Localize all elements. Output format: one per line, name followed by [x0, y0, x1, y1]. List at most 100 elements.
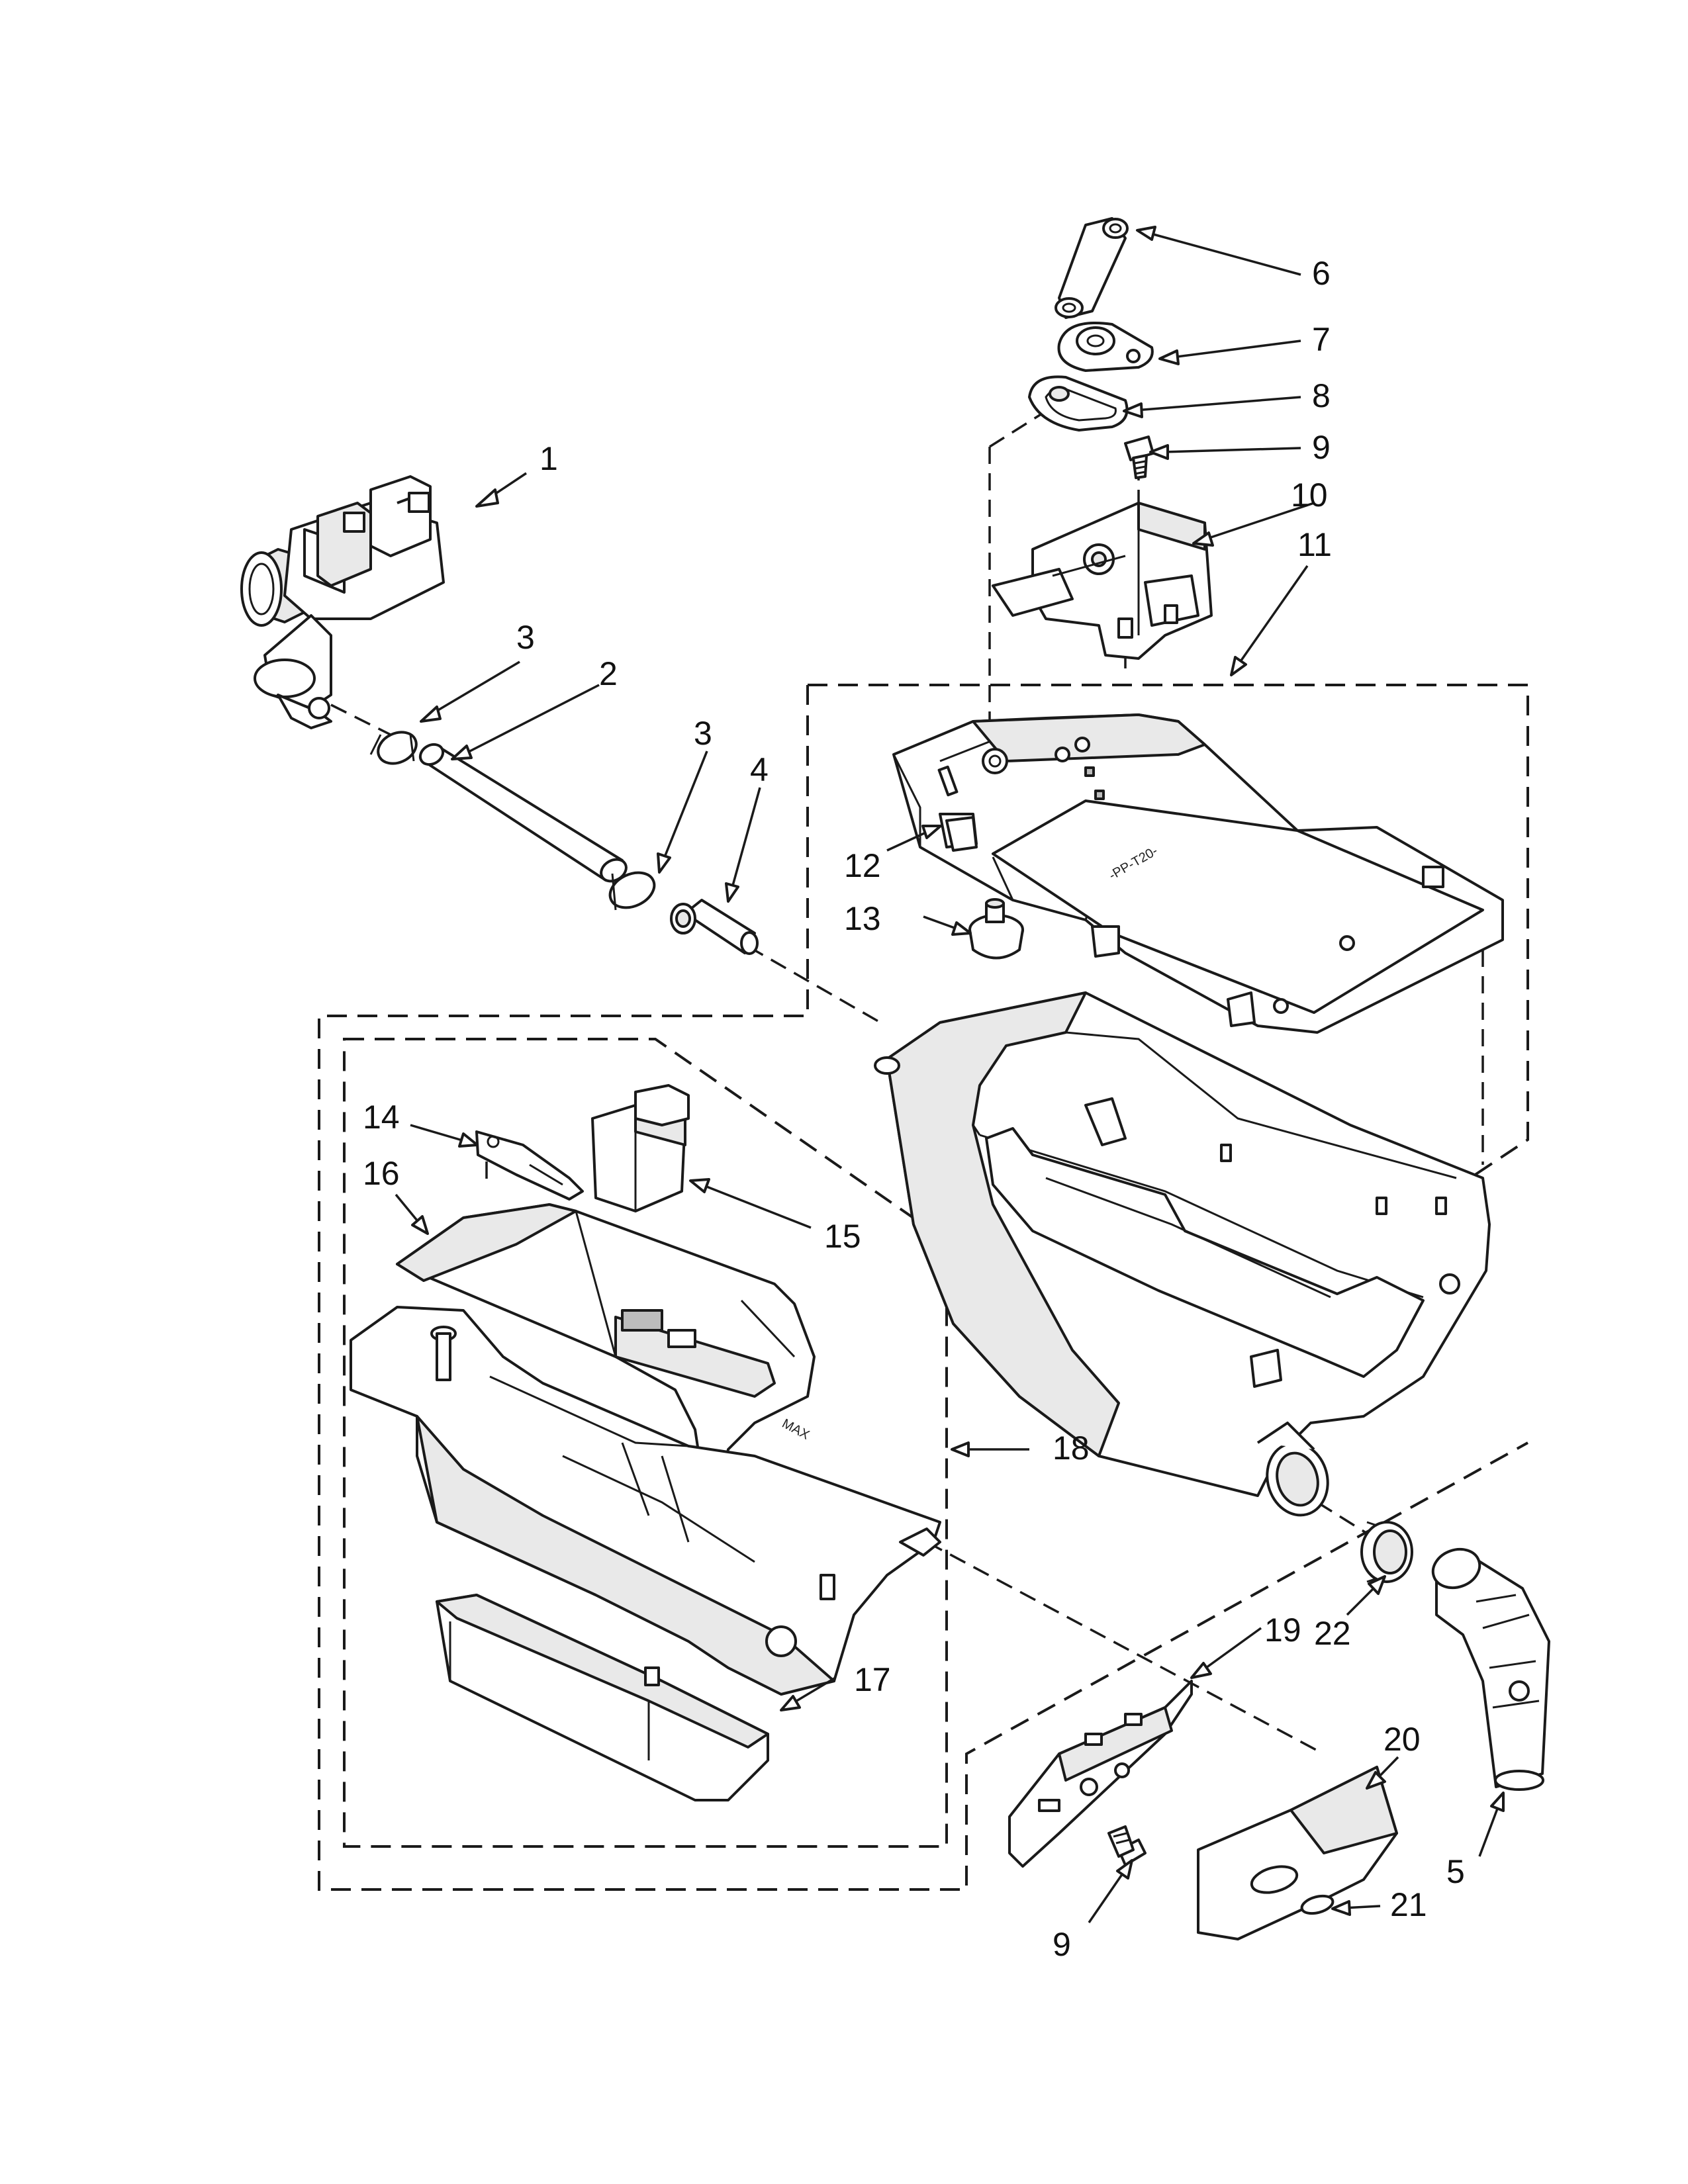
callout-9-upper: 9	[1312, 429, 1331, 466]
callout-5: 5	[1446, 1853, 1465, 1890]
callout-17: 17	[854, 1661, 891, 1698]
part-gasket[interactable]	[1028, 375, 1129, 432]
arrowhead-3a	[420, 705, 442, 723]
leader-10	[1204, 502, 1315, 541]
part-inlet-hose[interactable]	[416, 741, 630, 886]
leader-3b	[662, 751, 708, 861]
callout-2: 2	[599, 655, 618, 692]
leader-8	[1135, 396, 1301, 412]
align-line-drawer-front	[926, 1541, 1318, 1752]
part-screw-lower[interactable]	[1107, 1825, 1147, 1866]
arrowhead-9b	[1116, 1859, 1133, 1880]
leader-9b	[1088, 1869, 1127, 1923]
part-water-inlet-valve[interactable]	[240, 475, 445, 729]
align-line-hose-nozzle	[747, 945, 881, 1024]
part-drawer-handle[interactable]	[436, 1594, 769, 1801]
arrowhead-3b	[657, 852, 671, 874]
arrowhead-20	[1366, 1771, 1386, 1790]
leader-17	[790, 1676, 836, 1706]
leader-9a	[1161, 447, 1301, 453]
leader-12	[886, 829, 931, 852]
part-outlet-cover[interactable]	[1197, 1766, 1398, 1940]
callout-labels: 1 2 3 3 4 5 6 7 8 9 9 10 11 12 13 14 15 …	[363, 255, 1465, 1963]
part-cover-catch[interactable]	[945, 816, 978, 852]
part-outlet-ring[interactable]	[1360, 1521, 1413, 1583]
part-screw-upper[interactable]	[1124, 435, 1154, 479]
callout-18: 18	[1053, 1430, 1090, 1467]
arrowhead-15	[689, 1178, 710, 1193]
callout-8: 8	[1312, 377, 1331, 414]
leader-2	[463, 684, 600, 756]
callout-14: 14	[363, 1099, 400, 1136]
callout-4: 4	[750, 751, 769, 788]
arrowhead-4	[725, 882, 739, 903]
leader-15	[701, 1183, 812, 1229]
arrowhead-13	[951, 921, 972, 936]
callout-15: 15	[824, 1218, 861, 1255]
callout-19: 19	[1264, 1612, 1301, 1649]
arrowhead-16	[411, 1215, 429, 1235]
part-dispenser-drawer[interactable]	[350, 1306, 941, 1696]
part-dispenser-cover[interactable]: -PP-T20-	[892, 713, 1504, 1034]
callout-6: 6	[1312, 255, 1331, 292]
callout-3-upper: 3	[516, 619, 535, 656]
part-inlet-nozzle[interactable]	[670, 899, 759, 955]
arrowhead-10	[1192, 531, 1214, 547]
align-line-outlet	[1317, 1501, 1371, 1537]
align-line-valve-hose	[330, 704, 398, 739]
part-actuator-lever[interactable]	[1055, 217, 1129, 319]
part-cam-plate[interactable]	[1057, 322, 1154, 372]
part-siphon-latch[interactable]	[475, 1130, 584, 1201]
arrowhead-18	[951, 1441, 970, 1457]
arrowhead-1	[475, 488, 499, 508]
arrowhead-22	[1368, 1575, 1386, 1595]
arrowhead-7	[1158, 349, 1180, 365]
part-detergent-insert[interactable]	[591, 1084, 690, 1212]
part-mounting-bracket[interactable]	[1008, 1680, 1193, 1868]
part-label[interactable]	[1300, 1893, 1335, 1917]
arrowhead-8	[1123, 402, 1143, 418]
assembly-box-18	[343, 1038, 948, 1848]
leader-4	[730, 787, 761, 891]
callout-16: 16	[363, 1155, 400, 1192]
arrowhead-21	[1331, 1900, 1351, 1916]
arrowhead-6	[1136, 226, 1156, 241]
arrowhead-5	[1490, 1792, 1505, 1812]
leader-6	[1148, 232, 1301, 276]
arrowhead-9a	[1149, 444, 1169, 460]
leader-7	[1171, 340, 1301, 359]
arrowhead-19	[1190, 1662, 1212, 1679]
callout-12: 12	[844, 847, 881, 884]
callout-9-lower: 9	[1053, 1926, 1071, 1963]
callout-13: 13	[844, 900, 881, 937]
part-hose-clamp-upper[interactable]	[369, 726, 421, 769]
leader-5	[1478, 1803, 1501, 1857]
arrowhead-12	[921, 825, 942, 839]
leader-11	[1237, 565, 1309, 666]
arrowhead-2	[451, 745, 473, 760]
part-drawer-cover[interactable]: MAX	[396, 1203, 816, 1484]
arrowhead-14	[458, 1132, 479, 1148]
leader-lines	[395, 226, 1505, 1923]
part-hose-clamp-lower[interactable]	[604, 866, 660, 914]
callout-22: 22	[1314, 1615, 1351, 1652]
leader-3a	[430, 660, 520, 716]
callout-20: 20	[1383, 1721, 1421, 1758]
callout-3-lower: 3	[694, 715, 712, 752]
part-dispenser-actuator[interactable]	[992, 502, 1213, 660]
callout-21: 21	[1390, 1886, 1427, 1923]
part-dispenser-housing[interactable]	[874, 991, 1491, 1522]
leader-16	[395, 1193, 422, 1226]
part-siphon-cap[interactable]	[968, 898, 1024, 960]
arrowhead-17	[780, 1695, 801, 1711]
leader-19	[1200, 1627, 1262, 1672]
arrowhead-11	[1230, 656, 1247, 676]
callout-7: 7	[1312, 321, 1331, 358]
callout-11: 11	[1297, 526, 1332, 563]
leader-14	[410, 1124, 467, 1143]
callout-1: 1	[539, 440, 558, 477]
drawer-max-marking: MAX	[780, 1416, 812, 1443]
part-outlet-hose[interactable]	[1428, 1543, 1550, 1791]
leader-22	[1346, 1584, 1378, 1616]
